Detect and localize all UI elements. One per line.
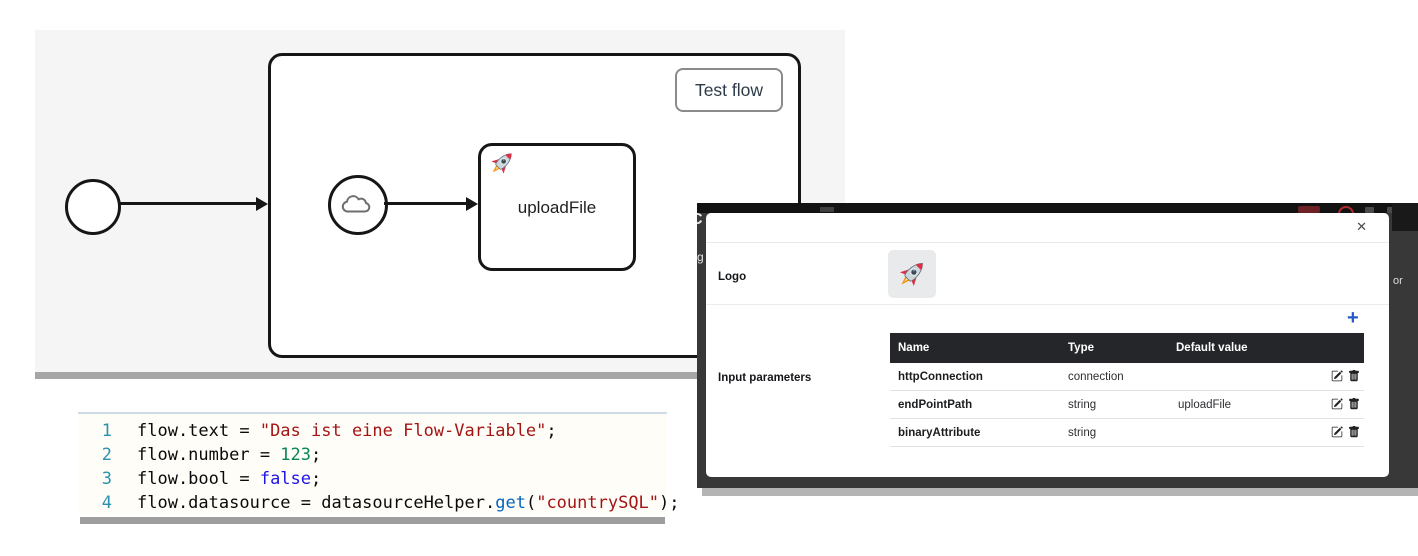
column-header: Type [1060,333,1170,363]
horizontal-scrollbar[interactable] [35,372,845,379]
parameter-default [1170,363,1300,391]
logo-label: Logo [718,271,747,283]
background-red-circle-icon [1338,206,1354,213]
column-header: Default value [1170,333,1300,363]
background-dark-fragment [1392,203,1418,231]
line-number: 2 [101,445,112,465]
background-scrollbar-strip [702,488,1418,496]
parameter-name: httpConnection [890,363,1060,391]
background-app-topbar [697,203,1418,213]
delete-parameter-button[interactable] [1343,426,1360,439]
edit-parameter-button[interactable] [1326,426,1343,439]
backdrop-text-fragment: or [1393,275,1403,287]
parameter-default: uploadFile [1170,390,1300,419]
parameter-type: string [1060,390,1170,419]
upload-file-task-label: uploadFile [517,198,597,217]
code-block-shadow [80,517,665,524]
input-parameters-label: Input parameters [718,372,812,384]
rocket-icon [895,257,929,291]
logo-image[interactable] [888,250,936,298]
edit-parameter-button[interactable] [1326,370,1343,383]
row-actions [1300,363,1364,391]
background-icon-fragment [1365,207,1374,213]
sequence-flow-1 [118,202,256,205]
sequence-flow-2-arrowhead [466,197,478,211]
subprocess-label: Test flow [694,79,764,100]
parameter-type: string [1060,418,1170,447]
background-red-fragment [1298,206,1320,213]
line-number: 1 [101,421,112,441]
sequence-flow-2 [384,202,466,205]
row-actions [1300,390,1364,419]
parameter-default [1170,418,1300,447]
background-icon-fragment [1387,207,1396,213]
subprocess-label-box[interactable]: Test flow [675,68,783,112]
cloud-event-node[interactable] [328,175,388,235]
cloud-icon [340,192,376,218]
rocket-icon [487,148,517,178]
delete-parameter-button[interactable] [1343,398,1360,411]
flow-canvas[interactable]: Test flow uploadFile [35,30,845,372]
upload-file-task-node[interactable]: uploadFile [478,143,636,271]
backdrop-text-fragment: g [697,250,704,264]
delete-parameter-button[interactable] [1343,370,1360,383]
background-icon-fragment [820,207,834,212]
edit-parameter-button[interactable] [1326,398,1343,411]
start-event-node[interactable] [65,179,121,235]
backdrop-text-fragment: C [697,211,703,229]
parameter-type: connection [1060,363,1170,391]
close-button[interactable]: ✕ [1356,219,1367,234]
column-header: Name [890,333,1060,363]
row-actions [1300,418,1364,447]
parameter-name: endPointPath [890,390,1060,419]
line-number: 3 [101,469,112,489]
line-number: 4 [101,493,112,513]
dialog-divider [706,304,1389,305]
parameter-name: binaryAttribute [890,418,1060,447]
dialog-backdrop: C g or ✕ Logo + Input parameters NameTyp… [697,203,1418,488]
sequence-flow-1-arrowhead [256,197,268,211]
add-parameter-button[interactable]: + [1347,307,1359,329]
dialog-divider [706,242,1389,243]
